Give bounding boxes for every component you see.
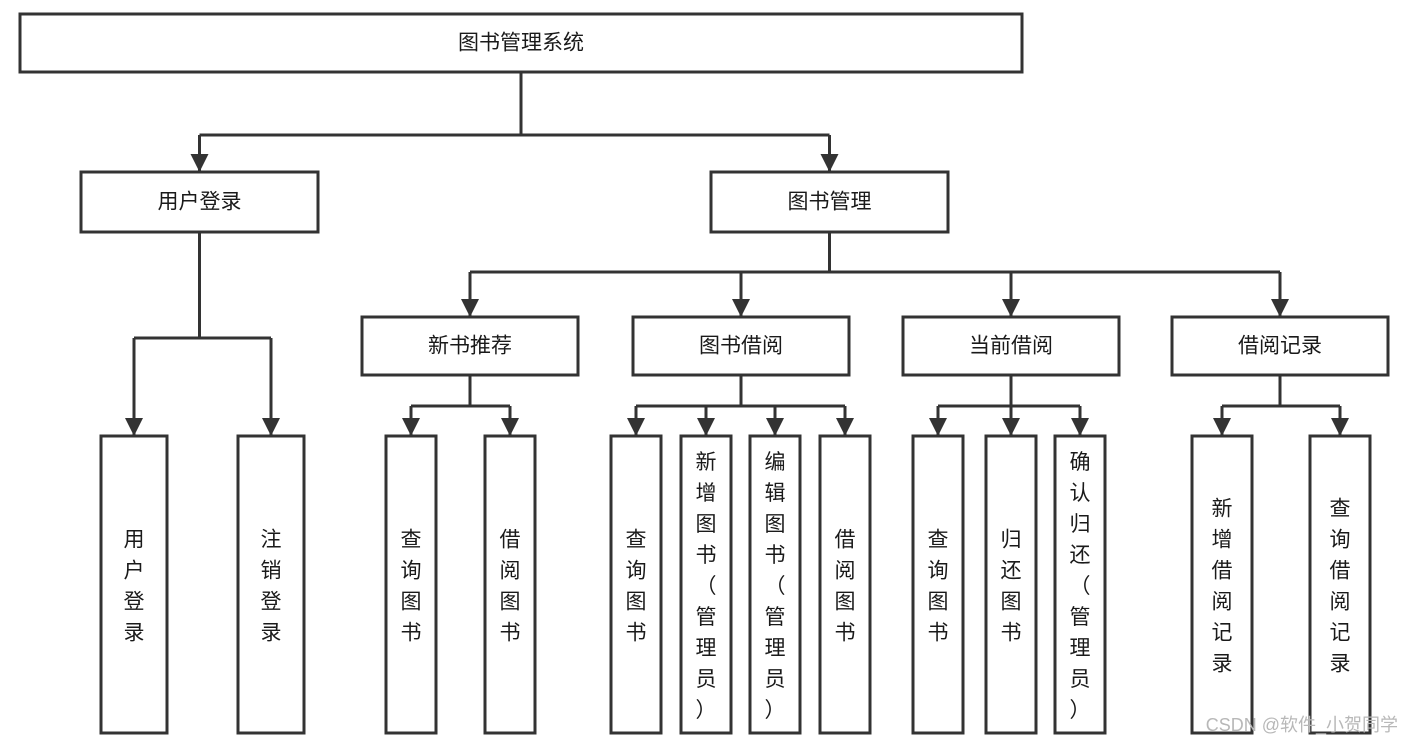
node-book-management[interactable]: 图书管理: [709, 170, 950, 234]
node-book-borrow[interactable]: 图书借阅: [631, 315, 851, 377]
arrow-head-icon: [1331, 418, 1349, 436]
node-leaf-query-book-3[interactable]: 查询图书: [911, 434, 965, 735]
connector-new-book-recommend-to-leaves: [402, 375, 519, 436]
node-root[interactable]: 图书管理系统: [18, 12, 1024, 74]
arrow-head-icon: [461, 299, 479, 317]
arrow-head-icon: [1002, 418, 1020, 436]
node-box-leaf-confirm-return: [1053, 434, 1107, 735]
node-label-user-login: 用户登录: [158, 191, 242, 214]
node-box-leaf-query-book-3: [911, 434, 965, 735]
connector-book-mgmt-to-level3: [461, 232, 1289, 317]
connector-book-borrow-to-leaves: [627, 375, 854, 436]
node-leaf-query-book-2[interactable]: 查询图书: [609, 434, 663, 735]
node-leaf-edit-book[interactable]: 编辑图书（管理员）: [748, 434, 802, 735]
node-label-leaf-query-borrow-record: 查询借阅记录: [1330, 498, 1351, 676]
node-leaf-return-book[interactable]: 归还图书: [984, 434, 1038, 735]
arrow-head-icon: [732, 299, 750, 317]
node-box-leaf-user-login: [99, 434, 169, 735]
arrow-head-icon: [1071, 418, 1089, 436]
arrow-head-icon: [929, 418, 947, 436]
connector-user-login-to-leaves: [125, 232, 280, 436]
node-leaf-query-borrow-record[interactable]: 查询借阅记录: [1308, 434, 1372, 735]
node-label-leaf-confirm-return: 确认归还（管理员）: [1070, 451, 1091, 722]
arrow-head-icon: [125, 418, 143, 436]
node-box-leaf-query-borrow-record: [1308, 434, 1372, 735]
node-box-leaf-user-logout: [236, 434, 306, 735]
node-box-user-login: [79, 170, 320, 234]
arrow-head-icon: [1002, 299, 1020, 317]
node-box-leaf-borrow-book-1: [483, 434, 537, 735]
node-leaf-add-book[interactable]: 新增图书（管理员）: [679, 434, 733, 735]
node-label-borrow-record: 借阅记录: [1238, 335, 1322, 358]
node-label-current-borrow: 当前借阅: [969, 335, 1053, 358]
node-current-borrow[interactable]: 当前借阅: [901, 315, 1121, 377]
node-leaf-user-logout[interactable]: 注销登录: [236, 434, 306, 735]
node-label-leaf-borrow-book-2: 借阅图书: [835, 529, 856, 645]
node-label-leaf-query-book-3: 查询图书: [928, 529, 949, 645]
connector-borrow-record-to-leaves: [1213, 375, 1349, 436]
arrow-head-icon: [190, 154, 209, 172]
node-label-leaf-query-book-2: 查询图书: [626, 529, 647, 645]
node-label-book-borrow: 图书借阅: [699, 335, 783, 358]
arrow-head-icon: [1271, 299, 1289, 317]
node-borrow-record[interactable]: 借阅记录: [1170, 315, 1390, 377]
node-leaf-user-login[interactable]: 用户登录: [99, 434, 169, 735]
node-box-leaf-borrow-book-2: [818, 434, 872, 735]
connector-root-to-level2: [190, 72, 839, 172]
node-label-leaf-return-book: 归还图书: [1001, 529, 1022, 645]
node-leaf-query-book-1[interactable]: 查询图书: [384, 434, 438, 735]
node-box-leaf-query-book-2: [609, 434, 663, 735]
node-leaf-borrow-book-2[interactable]: 借阅图书: [818, 434, 872, 735]
node-box-new-book-recommend: [360, 315, 580, 377]
csdn-watermark: CSDN @软件_小贺同学: [1206, 715, 1398, 736]
node-box-leaf-query-book-1: [384, 434, 438, 735]
node-box-book-borrow: [631, 315, 851, 377]
arrow-head-icon: [262, 418, 280, 436]
arrow-head-icon: [697, 418, 715, 436]
node-layer: 图书管理系统用户登录图书管理用户登录注销登录新书推荐图书借阅当前借阅借阅记录查询…: [18, 12, 1390, 735]
node-label-root: 图书管理系统: [458, 32, 584, 55]
node-new-book-recommend[interactable]: 新书推荐: [360, 315, 580, 377]
arrow-head-icon: [627, 418, 645, 436]
node-box-leaf-return-book: [984, 434, 1038, 735]
arrow-head-icon: [836, 418, 854, 436]
node-label-leaf-user-login: 用户登录: [124, 529, 145, 645]
node-box-leaf-add-borrow-record: [1190, 434, 1254, 735]
arrow-head-icon: [1213, 418, 1231, 436]
connector-layer: [125, 72, 1349, 436]
node-leaf-borrow-book-1[interactable]: 借阅图书: [483, 434, 537, 735]
node-label-leaf-edit-book: 编辑图书（管理员）: [765, 451, 786, 722]
arrow-head-icon: [402, 418, 420, 436]
node-label-leaf-user-logout: 注销登录: [261, 529, 282, 645]
node-box-borrow-record: [1170, 315, 1390, 377]
node-label-leaf-add-borrow-record: 新增借阅记录: [1212, 498, 1233, 676]
node-label-new-book-recommend: 新书推荐: [428, 335, 512, 358]
node-user-login[interactable]: 用户登录: [79, 170, 320, 234]
arrow-head-icon: [820, 154, 839, 172]
node-box-current-borrow: [901, 315, 1121, 377]
node-label-book-management: 图书管理: [788, 191, 872, 214]
connector-current-borrow-to-leaves: [929, 375, 1089, 436]
arrow-head-icon: [501, 418, 519, 436]
node-leaf-add-borrow-record[interactable]: 新增借阅记录: [1190, 434, 1254, 735]
node-box-leaf-edit-book: [748, 434, 802, 735]
node-label-leaf-query-book-1: 查询图书: [401, 529, 422, 645]
arrow-head-icon: [766, 418, 784, 436]
node-box-root: [18, 12, 1024, 74]
node-label-leaf-add-book: 新增图书（管理员）: [696, 451, 717, 722]
node-box-leaf-add-book: [679, 434, 733, 735]
node-leaf-confirm-return[interactable]: 确认归还（管理员）: [1053, 434, 1107, 735]
node-label-leaf-borrow-book-1: 借阅图书: [500, 529, 521, 645]
node-box-book-management: [709, 170, 950, 234]
